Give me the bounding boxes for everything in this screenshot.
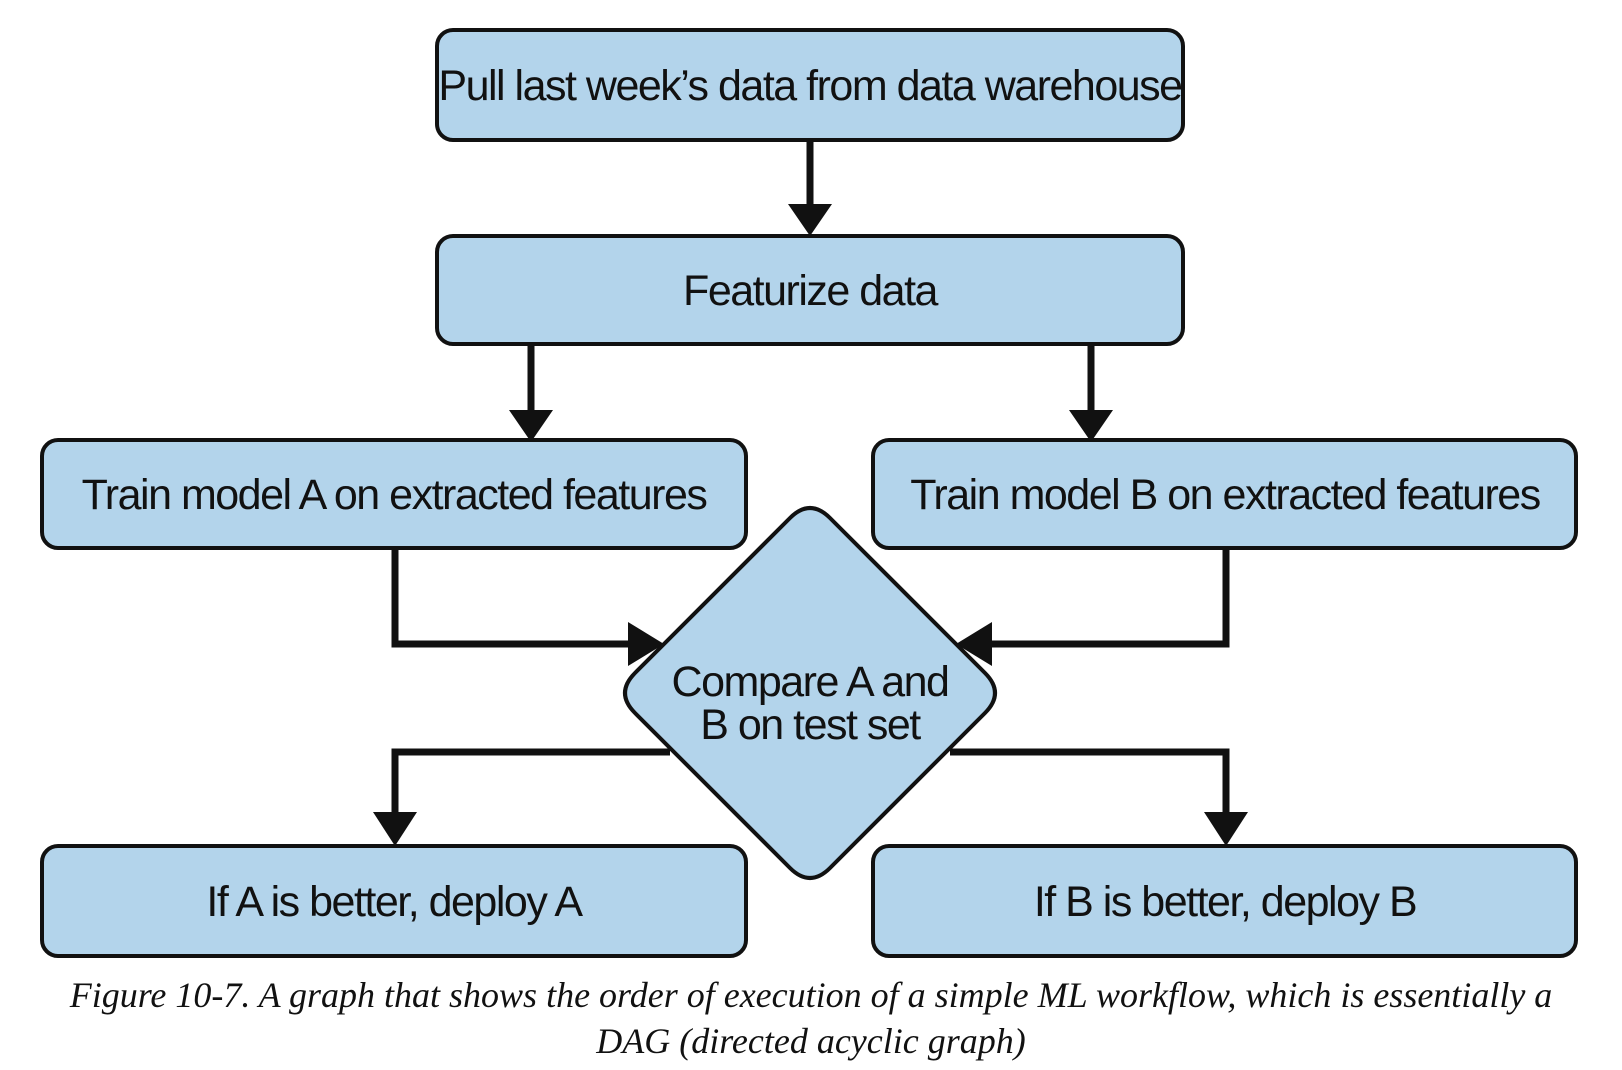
label-compare-line1: Compare A and	[672, 658, 949, 706]
arrowhead-down-icon	[373, 812, 417, 846]
node-deploy-a	[40, 844, 748, 958]
label-train-b: Train model B on extracted features	[910, 471, 1539, 519]
node-featurize	[435, 234, 1185, 346]
workflow-dag-diagram: Pull last week’s data from data warehous…	[40, 28, 1578, 958]
label-pull-data: Pull last week’s data from data warehous…	[438, 62, 1181, 110]
arrowhead-down-icon	[1069, 410, 1113, 442]
arrowhead-down-icon	[788, 204, 832, 236]
edge-compare-to-deploy-a	[391, 748, 670, 815]
node-train-b	[871, 438, 1578, 550]
node-labels: Pull last week’s data from data warehous…	[82, 62, 1542, 926]
arrowhead-down-icon	[509, 410, 553, 442]
node-deploy-b	[871, 844, 1578, 958]
node-pull-data	[435, 28, 1185, 142]
node-train-a	[40, 438, 748, 550]
label-train-a: Train model A on extracted features	[82, 471, 707, 519]
edges	[391, 140, 1230, 815]
edge-compare-to-deploy-b	[950, 748, 1230, 815]
arrowhead-left-icon	[956, 622, 992, 666]
label-deploy-b: If B is better, deploy B	[1034, 878, 1416, 926]
edge-train-b-to-compare	[990, 548, 1230, 648]
label-compare-line2: B on test set	[700, 701, 921, 749]
arrowhead-down-icon	[1204, 812, 1248, 846]
edge-train-a-to-compare	[391, 548, 630, 648]
arrowheads	[373, 204, 1248, 846]
nodes	[40, 28, 1578, 958]
figure-caption-line-1: Figure 10-7. A graph that shows the orde…	[69, 975, 1553, 1015]
label-deploy-a: If A is better, deploy A	[206, 878, 583, 926]
node-compare-diamond	[623, 506, 997, 880]
arrowhead-right-icon	[628, 622, 664, 666]
label-featurize: Featurize data	[683, 267, 938, 315]
figure-caption-line-2: DAG (directed acyclic graph)	[596, 1021, 1026, 1061]
